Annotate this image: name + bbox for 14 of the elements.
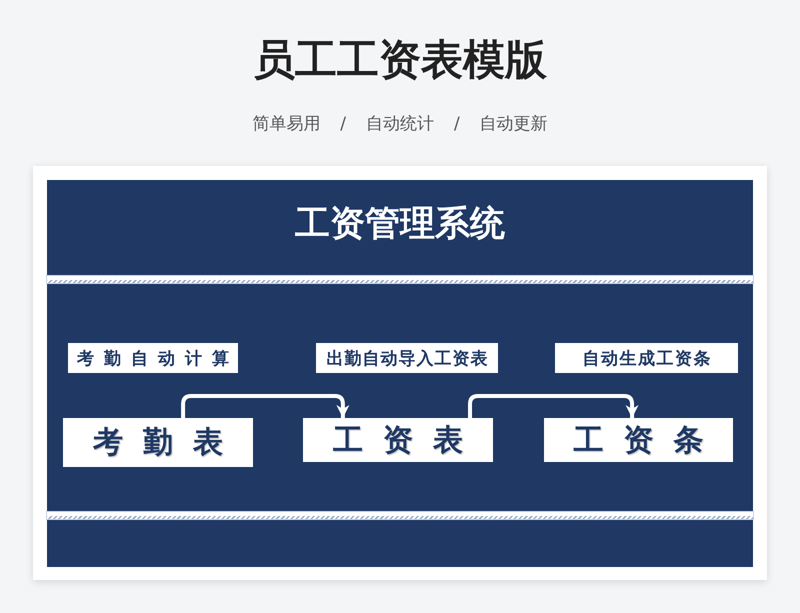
separator-text: / [454, 113, 460, 136]
subtitle-text: 简单易用 [252, 113, 320, 136]
table-box: 考勤表 [63, 418, 253, 467]
subtitle-text: 自动更新 [480, 113, 548, 136]
table-box: 工资表 [303, 418, 493, 462]
label-box: 考勤自动计算 [68, 343, 238, 373]
label-box: 出勤自动导入工资表 [316, 343, 498, 373]
subtitle-text: 自动统计 [366, 113, 434, 136]
page-title: 员工工资表模版 [253, 34, 547, 86]
panel-heading: 工资管理系统 [295, 204, 505, 244]
table-box: 工资条 [544, 418, 733, 462]
label-box: 自动生成工资条 [555, 343, 738, 373]
separator-text: / [340, 113, 346, 136]
system-panel [47, 180, 753, 567]
